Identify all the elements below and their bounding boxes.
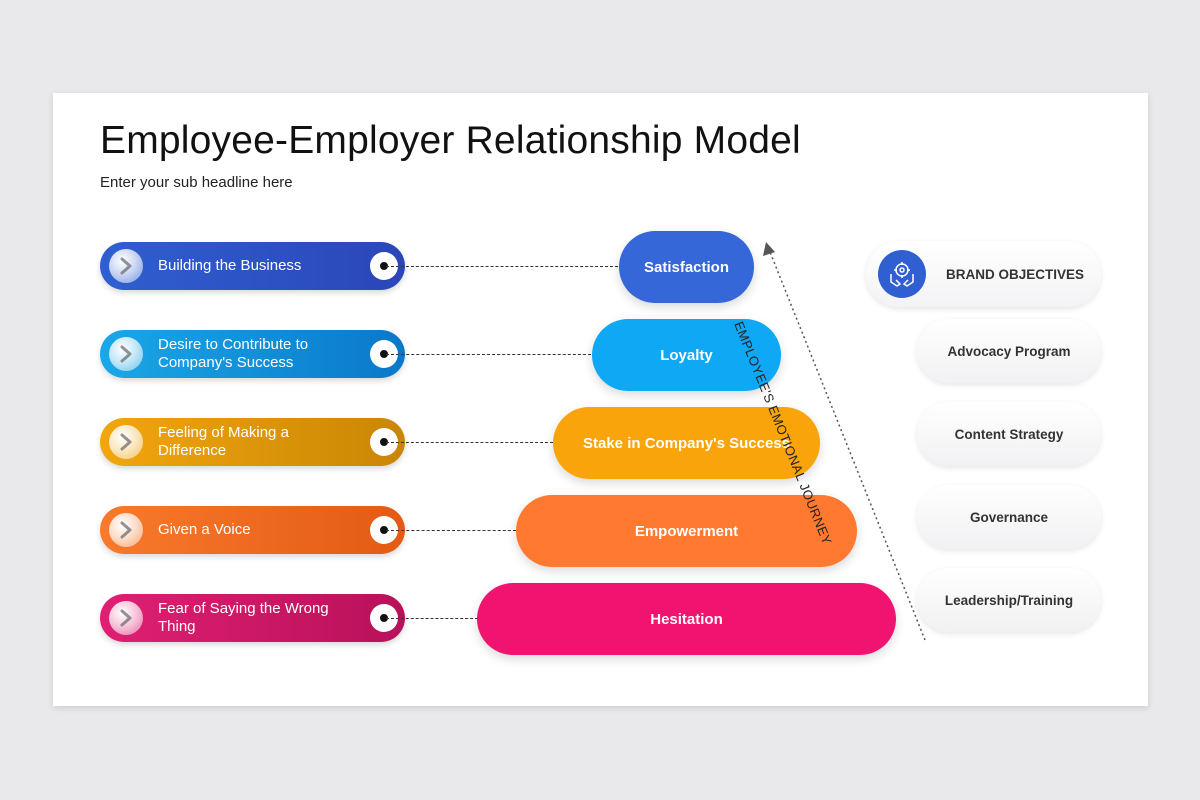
- page-subtitle: Enter your sub headline here: [100, 174, 293, 191]
- slide: Employee-Employer Relationship Model Ent…: [53, 93, 1148, 706]
- connector-line: [386, 354, 591, 355]
- objective-governance: Governance: [917, 485, 1101, 549]
- left-item-label: Given a Voice: [158, 521, 251, 538]
- objective-content-strategy: Content Strategy: [917, 402, 1101, 466]
- left-item-fear-wrong-thing: Fear of Saying the Wrong Thing: [100, 594, 405, 642]
- left-item-desire-to-contribute: Desire to Contribute to Company's Succes…: [100, 330, 405, 378]
- left-item-given-voice: Given a Voice: [100, 506, 405, 554]
- chevron-right-icon: [109, 601, 143, 635]
- objective-advocacy-program: Advocacy Program: [917, 319, 1101, 383]
- objective-leadership-training: Leadership/Training: [917, 568, 1101, 632]
- chevron-right-icon: [109, 249, 143, 283]
- brand-objectives-header: BRAND OBJECTIVES: [866, 241, 1101, 307]
- connector-line: [386, 266, 618, 267]
- level-empowerment: Empowerment: [516, 495, 857, 567]
- left-item-label: Desire to Contribute to Company's Succes…: [158, 336, 309, 371]
- left-item-label: Building the Business: [158, 257, 302, 274]
- level-stake: Stake in Company's Success: [553, 407, 820, 479]
- left-item-label: Feeling of Making a Difference: [158, 424, 289, 459]
- left-item-label: Fear of Saying the Wrong Thing: [158, 600, 329, 635]
- connector-line: [386, 442, 553, 443]
- chevron-right-icon: [109, 513, 143, 547]
- connector-line: [386, 530, 516, 531]
- level-satisfaction: Satisfaction: [619, 231, 754, 303]
- chevron-right-icon: [109, 425, 143, 459]
- page-title: Employee-Employer Relationship Model: [100, 119, 801, 162]
- left-item-building-business: Building the Business: [100, 242, 405, 290]
- left-item-making-difference: Feeling of Making a Difference: [100, 418, 405, 466]
- chevron-right-icon: [109, 337, 143, 371]
- brand-objectives-label: BRAND OBJECTIVES: [946, 266, 1085, 282]
- target-hands-icon: [878, 250, 926, 298]
- journey-arrow: [763, 242, 926, 641]
- level-loyalty: Loyalty: [592, 319, 781, 391]
- connector-line: [386, 618, 478, 619]
- level-hesitation: Hesitation: [477, 583, 896, 655]
